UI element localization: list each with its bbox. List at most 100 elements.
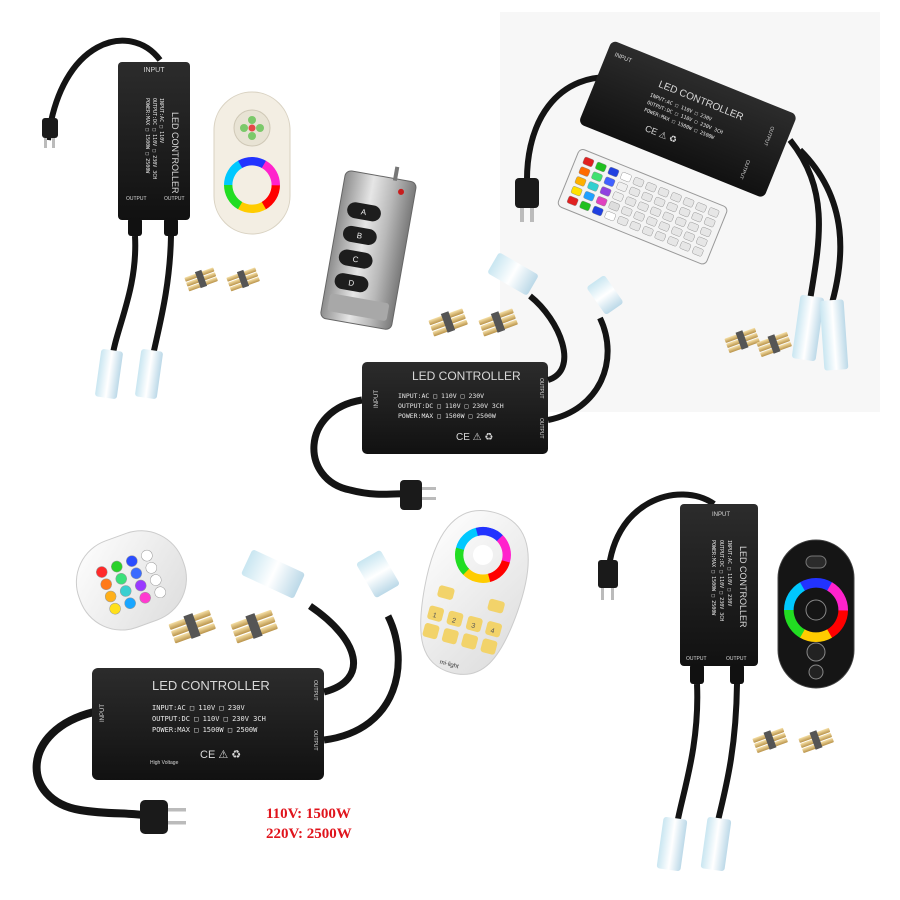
remote-key <box>641 191 653 202</box>
remote-key <box>624 196 637 207</box>
remote-key <box>587 181 599 192</box>
ce-mark: CE ⚠ ♻ <box>200 749 241 761</box>
power-plug <box>42 118 58 148</box>
remote-key <box>591 171 603 182</box>
remote-key <box>111 560 123 573</box>
pin-connector <box>230 609 278 644</box>
zone-label: 2 <box>451 617 457 625</box>
black-touch-remote <box>777 539 855 689</box>
led-strip-connector <box>587 275 623 315</box>
output-cable <box>713 683 740 831</box>
pin-connector <box>752 727 788 754</box>
remote-key <box>621 206 633 217</box>
output-label-1: OUTPUT <box>538 378 544 399</box>
remote-button <box>342 225 377 245</box>
pin-connector <box>184 267 218 292</box>
remote-key <box>617 216 629 227</box>
remote-key <box>607 167 620 177</box>
spec-line-3: POWER:MAX □ 1500W □ 2500W <box>398 412 496 420</box>
led-strip-connector <box>656 816 688 872</box>
controller-title: LED CONTROLLER <box>152 678 270 693</box>
output-label-1: OUTPUT <box>126 196 147 202</box>
remote-key <box>115 573 127 585</box>
led-strip-connector <box>488 253 538 295</box>
remote-key <box>124 597 136 609</box>
remote-button <box>338 249 373 269</box>
power-cable <box>605 491 716 581</box>
remote-key <box>645 182 657 193</box>
zone-label: 4 <box>490 628 496 636</box>
spec-line-1: INPUT:AC □ 110V □ 230V <box>726 540 732 606</box>
remote-key <box>96 566 108 578</box>
remote-key <box>595 196 608 207</box>
power-cable <box>310 396 419 498</box>
led-strip-connector <box>135 349 163 399</box>
output-label-2: OUTPUT <box>312 730 318 751</box>
zone-label: 3 <box>470 622 476 630</box>
controller-title: LED CONTROLLER <box>412 369 521 383</box>
power-plug <box>400 480 436 510</box>
remote-key <box>620 172 632 183</box>
spec-line-1: INPUT:AC □ 110V <box>158 98 164 143</box>
output-cable <box>787 138 822 301</box>
remote-key <box>670 192 682 203</box>
remote-key <box>667 236 679 247</box>
remote-button-label: C <box>352 255 359 265</box>
zone-off-button <box>480 638 498 655</box>
input-label: INPUT <box>712 512 730 518</box>
led-strip-connector <box>792 295 824 361</box>
led-controller-box <box>362 362 548 454</box>
remote-key <box>637 201 649 212</box>
remote-key <box>582 156 595 167</box>
output-label-2: OUTPUT <box>164 196 185 202</box>
zone-label: 1 <box>432 612 438 620</box>
remote-button-label: D <box>348 278 355 288</box>
led-strip-connector <box>241 550 305 598</box>
remote-key <box>100 578 112 591</box>
power-rating-220v: 220V: 2500W <box>266 826 352 842</box>
led-strip-connector <box>356 550 400 598</box>
remote-key <box>675 216 687 227</box>
remote-key <box>692 246 704 257</box>
remote-key <box>139 592 151 604</box>
remote-key <box>695 202 707 213</box>
led-strip-connector <box>700 816 732 872</box>
remote-key <box>150 574 162 586</box>
output-cable <box>547 316 611 423</box>
pin-connector <box>226 267 260 292</box>
spec-line-2: OUTPUT:DC □ 110V □ 230V 3CH <box>151 98 157 179</box>
remote-key <box>678 207 691 218</box>
remote-key <box>687 221 699 232</box>
pin-connector <box>168 609 216 644</box>
remote-key <box>646 216 658 227</box>
remote-key <box>707 207 720 218</box>
remote-key <box>104 590 117 603</box>
remote-button <box>347 202 381 222</box>
remote-button-label: A <box>360 207 367 217</box>
output-cable <box>149 235 174 361</box>
remote-key <box>628 186 641 197</box>
remote-key <box>583 191 595 202</box>
pin-connector <box>798 727 834 754</box>
remote-button-label: B <box>356 231 363 241</box>
spec-line-3: POWER:MAX □ 1500W □ 2500W <box>710 540 716 616</box>
led-controller-box <box>118 62 190 220</box>
zone-off-button <box>461 633 479 650</box>
led-controller-box <box>680 504 758 666</box>
output-cable <box>673 683 701 831</box>
remote-key <box>658 221 670 232</box>
output-label-1: OUTPUT <box>312 680 318 701</box>
output-cable <box>109 235 139 361</box>
output-cable <box>528 293 568 383</box>
remote-key <box>696 236 708 247</box>
remote-key <box>649 206 662 217</box>
remote-key <box>700 227 712 237</box>
remote-key <box>671 226 683 237</box>
zone-on-button <box>465 616 483 633</box>
remote-key <box>682 197 695 208</box>
product-top-right: INPUT LED CONTROLLER INPUT:AC □ 110V □ 2… <box>500 12 880 412</box>
remote-key <box>629 221 641 232</box>
led-controller-box <box>580 41 796 197</box>
remote-key <box>578 166 591 177</box>
